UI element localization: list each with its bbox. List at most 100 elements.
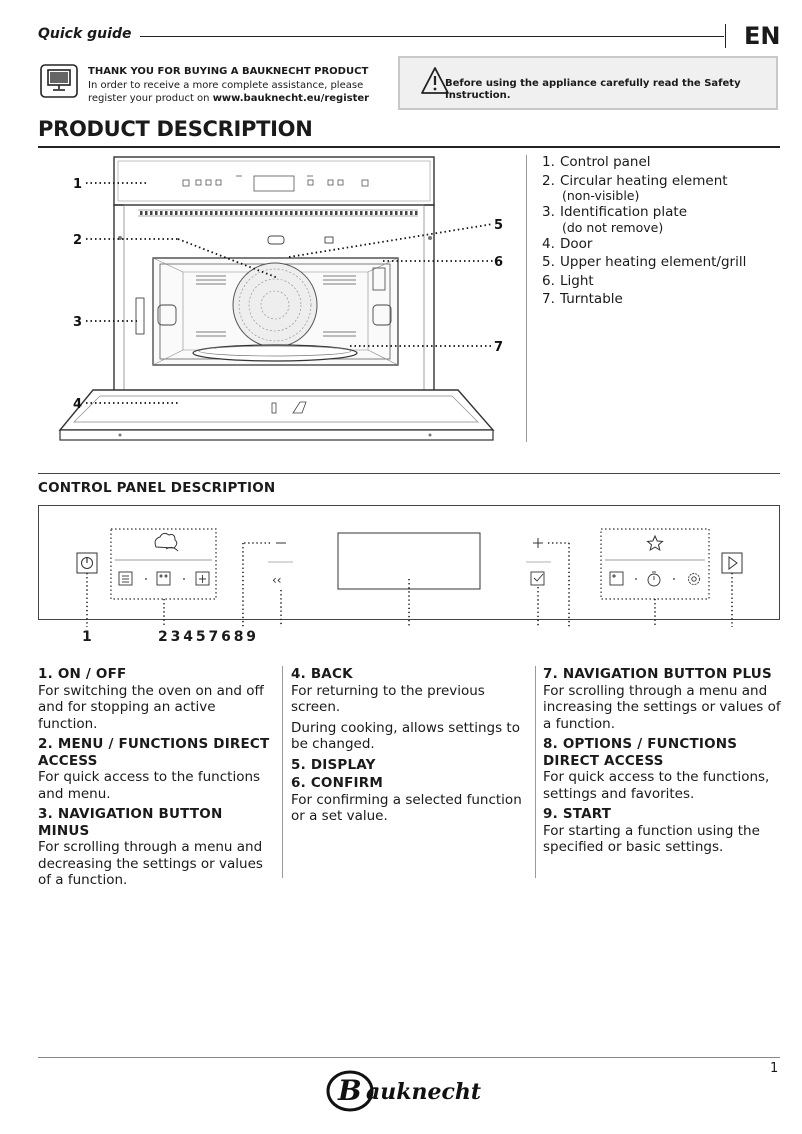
defrost-icon (195, 571, 210, 586)
legend-item: 3.Identification plate (542, 203, 746, 222)
legend-num: 5. (542, 254, 555, 270)
vent-slot (155, 211, 158, 215)
legend-item: 7.Turntable (542, 290, 746, 309)
vent-slot (150, 211, 153, 215)
legend-num: 6. (542, 272, 555, 289)
header-rule (140, 36, 724, 37)
page-header-title: Quick guide (38, 26, 132, 42)
safety-line-1: Before using the appliance carefully rea… (445, 78, 741, 89)
desc-text: For starting a function using the specif… (543, 822, 760, 856)
vent-slot (265, 211, 268, 215)
desc-text: For scrolling through a menu and increas… (543, 682, 781, 732)
legend-num: 7. (542, 291, 555, 307)
desc-text: For confirming a selected function or a … (291, 791, 522, 825)
back-icon: ‹‹ (272, 573, 282, 587)
desc-title: 3. NAVIGATION BUTTON MINUS (38, 806, 223, 839)
column-divider (535, 666, 536, 878)
vent-slot (230, 211, 233, 215)
safety-line-2: Instruction. (445, 90, 511, 101)
confirm-icon (530, 571, 545, 586)
callout-2: 2 (73, 233, 82, 248)
vent-slot (215, 211, 218, 215)
vent-slot (315, 211, 318, 215)
column-divider (282, 666, 283, 878)
registration-link[interactable]: www.bauknecht.eu/register (212, 93, 370, 104)
vent-slot (295, 211, 298, 215)
desc-title: 5. DISPLAY (291, 756, 376, 773)
vent-slot (305, 211, 308, 215)
callout-6: 6 (494, 255, 503, 270)
safety-text: Before using the appliance carefully rea… (445, 78, 765, 102)
vent-slot (285, 211, 288, 215)
legend-num: 1. (542, 154, 555, 170)
vent-slot (170, 211, 173, 215)
vent-slot (320, 211, 323, 215)
footer-rule (38, 1057, 780, 1058)
vent-slot (185, 211, 188, 215)
vent-slot (160, 211, 163, 215)
warning-icon (421, 67, 449, 94)
vent-slot (280, 211, 283, 215)
vent-slot (140, 211, 143, 215)
vent-slot (225, 211, 228, 215)
vent-slot (310, 211, 313, 215)
desc-text: For quick access to the functions and me… (38, 769, 261, 802)
vent-slot (210, 211, 213, 215)
vent-slot (220, 211, 223, 215)
desc-title: 8. OPTIONS / FUNCTIONS DIRECT ACCESS (543, 736, 738, 769)
svg-text:auknecht: auknecht (366, 1079, 481, 1105)
legend-label: Door (560, 235, 593, 252)
legend-label: Upper heating element/grill (560, 254, 747, 270)
legend-label: Light (560, 272, 594, 289)
vent-slot (380, 211, 383, 215)
chef-hat-icon (154, 532, 179, 552)
control-label-1: 1 (82, 629, 92, 645)
brand-logo: B auknecht (326, 1070, 481, 1112)
vent-slot (395, 211, 398, 215)
vent-slot (235, 211, 238, 215)
vent-slot (175, 211, 178, 215)
language-code: EN (744, 22, 781, 50)
legend-num: 3. (542, 204, 555, 220)
vent-slot (390, 211, 393, 215)
vent-slot (375, 211, 378, 215)
vent-slot (270, 211, 273, 215)
vent-slot (370, 211, 373, 215)
vent-slot (335, 211, 338, 215)
legend-item: 1.Control panel (542, 153, 746, 172)
vent-slot (365, 211, 368, 215)
legend-item: 4.Door (542, 235, 746, 254)
control-panel-diagram: ‹‹ (38, 505, 780, 627)
desc-title: 1. ON / OFF (38, 666, 127, 682)
vent-slot (200, 211, 203, 215)
timer-icon (647, 571, 661, 587)
vent-slot (400, 211, 403, 215)
vent-slot (415, 211, 418, 215)
menu-list-icon (118, 571, 133, 586)
vent-slot (325, 211, 328, 215)
legend-item: 5. Upper heating element/grill (542, 253, 746, 272)
vent-slot (355, 211, 358, 215)
vent-slot (340, 211, 343, 215)
desc-display: 5. DISPLAY (291, 757, 531, 774)
registration-notice: THANK YOU FOR BUYING A BAUKNECHT PRODUCT… (88, 65, 388, 106)
parts-legend: 1.Control panel 2.Circular heating eleme… (542, 153, 746, 309)
vent-slot (190, 211, 193, 215)
legend-label: Circular heating element (560, 172, 728, 189)
desc-title: 6. CONFIRM (291, 775, 383, 791)
vent-slot (255, 211, 258, 215)
vent-slot (345, 211, 348, 215)
desc-title: 7. NAVIGATION BUTTON PLUS (543, 666, 772, 682)
desc-title: 9. START (543, 806, 612, 822)
vent-slot (330, 211, 333, 215)
vent-slot (240, 211, 243, 215)
vent-slot (300, 211, 303, 215)
vent-slot (385, 211, 388, 215)
